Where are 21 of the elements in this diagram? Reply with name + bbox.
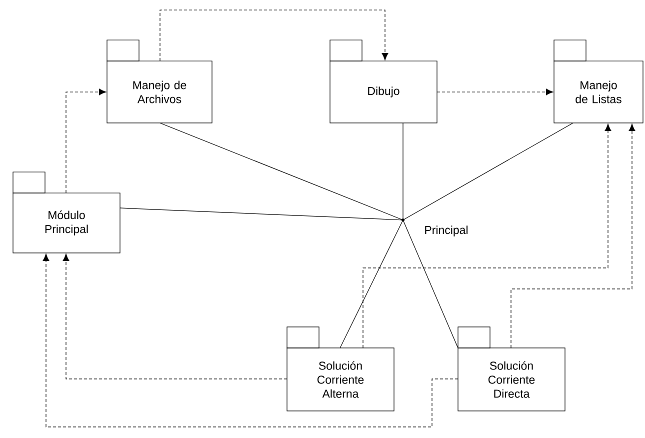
dependency-arrow [62,254,288,380]
package-box: Solución Corriente Alterna [286,326,394,412]
connector-line [340,220,404,348]
dependency-arrow [160,10,388,62]
dependency-arrow [436,88,554,96]
connector-line [402,122,574,220]
package-box: Solución Corriente Directa [458,326,566,412]
dependency-arrow [42,254,458,428]
junction-point [402,218,404,222]
dependency-arrow [362,124,612,348]
connector-line [160,122,404,220]
dependency-arrow [66,88,106,194]
package-box: Manejo de Archivos [106,40,212,124]
hub-label: Principal [425,226,468,236]
package-box: Dibujo [330,40,438,124]
connector-line [402,220,458,348]
package-box: Manejo de Listas [554,40,644,124]
dependency-arrow [510,124,636,348]
package-box: Módulo Principal [12,172,120,254]
connector-line [402,122,404,220]
connector-line [120,208,404,220]
